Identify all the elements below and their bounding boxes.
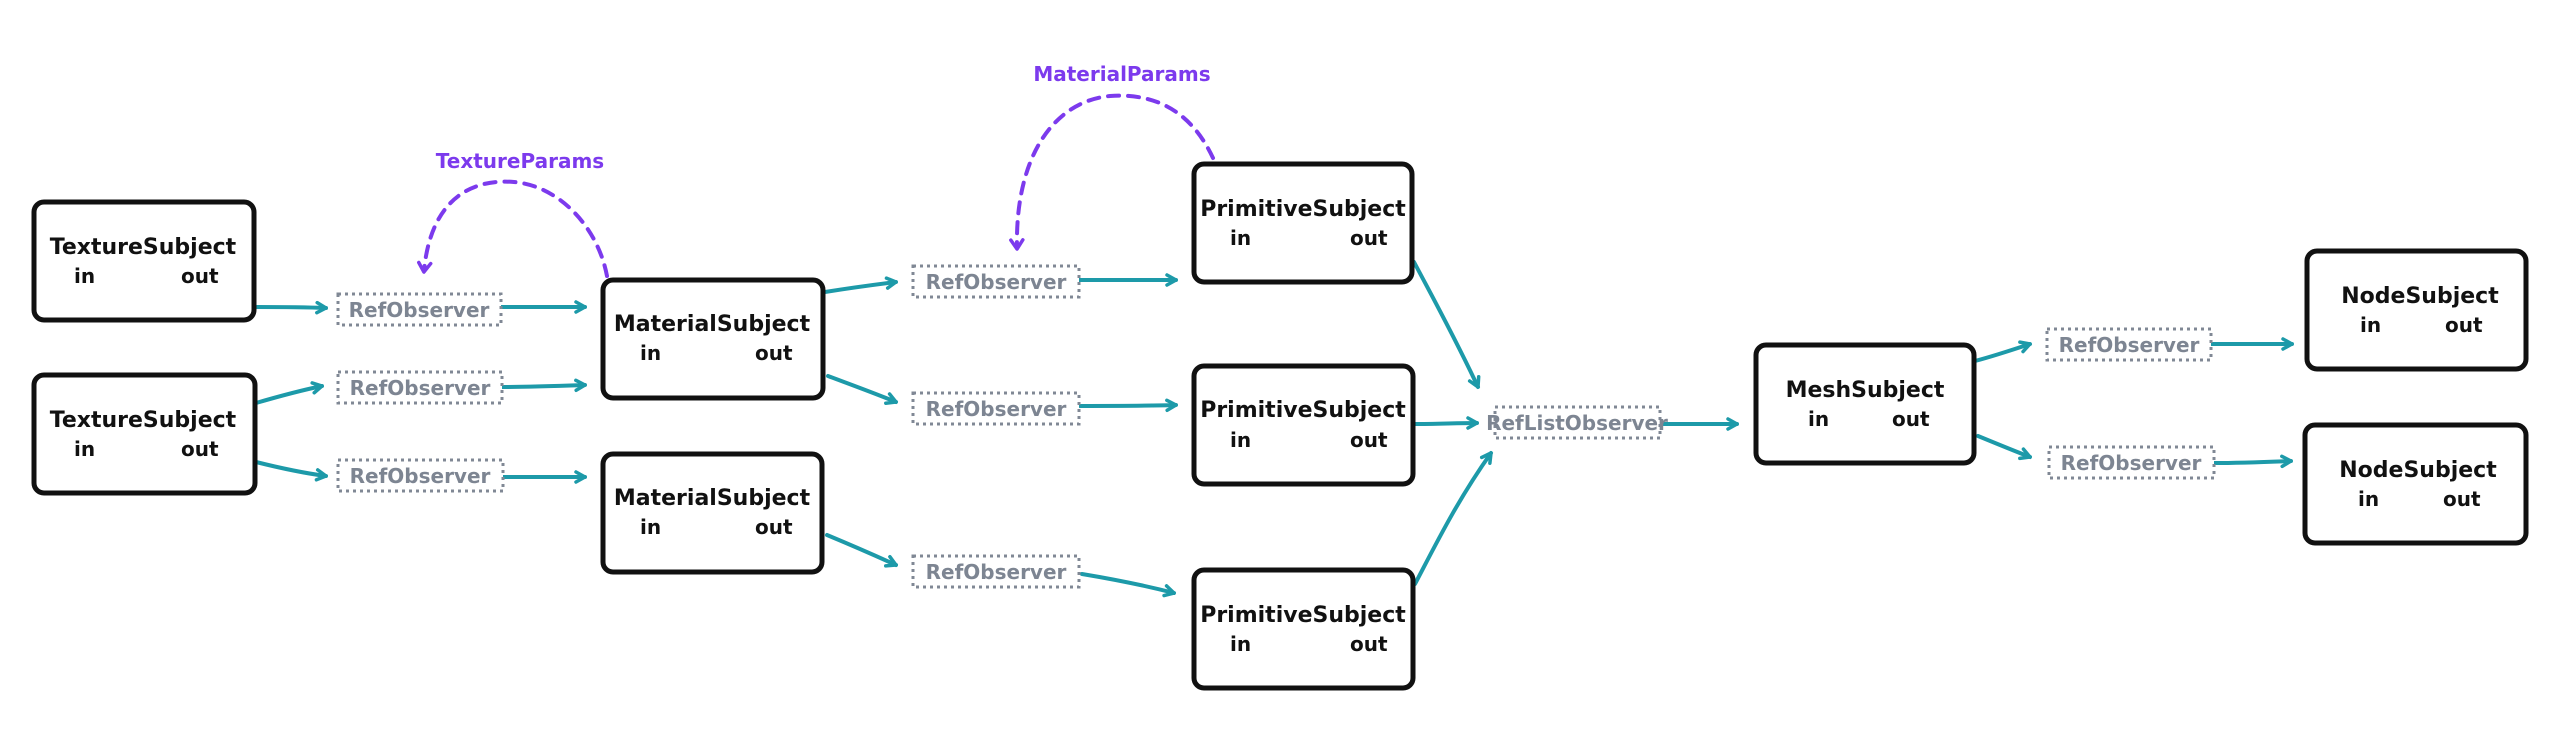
refobserver-label: RefObserver [350, 464, 491, 488]
edge-texture1-to-refobserver [255, 300, 328, 315]
input-port-label: in [2360, 313, 2381, 337]
edge-primitive3-to-reflistobserver [1413, 451, 1493, 586]
refobserver-label: RefObserver [2059, 333, 2200, 357]
material-subject-title: MaterialSubject [614, 486, 811, 511]
output-port-label: out [1350, 428, 1388, 452]
input-port-label: in [640, 515, 661, 539]
material-subject-top[interactable]: MaterialSubject in out [600, 277, 826, 401]
parameter-edges: TextureParams MaterialParams [417, 62, 1215, 278]
edge-texture2-to-refobserver-bottom [254, 460, 328, 482]
refobserver-material1-primitive2[interactable]: RefObserver [911, 391, 1081, 426]
edge-refobserver-to-node2 [2212, 454, 2293, 469]
primitive-subject-middle[interactable]: PrimitiveSubject in out [1191, 363, 1416, 487]
primitive-subject-title: PrimitiveSubject [1200, 603, 1406, 628]
observers: RefObserver RefObserver RefObserver RefO… [336, 264, 2216, 589]
edge-refobserver-to-primitive2 [1078, 398, 1178, 413]
mesh-subject[interactable]: MeshSubject in out [1753, 342, 1977, 466]
reflistobserver[interactable]: RefListObserver [1486, 405, 1668, 440]
primitive-subject-title: PrimitiveSubject [1200, 398, 1406, 423]
refobserver-material1-primitive1[interactable]: RefObserver [911, 264, 1081, 299]
edge-material2-to-refobserver [825, 533, 898, 568]
input-port-label: in [2358, 487, 2379, 511]
refobserver-texture2-material1[interactable]: RefObserver [336, 370, 504, 405]
subjects: TextureSubject in out TextureSubject in … [31, 161, 2529, 691]
output-port-label: out [1350, 632, 1388, 656]
output-port-label: out [2445, 313, 2483, 337]
refobserver-label: RefObserver [926, 270, 1067, 294]
mesh-subject-title: MeshSubject [1786, 378, 1945, 403]
output-port-label: out [755, 341, 793, 365]
material-subject-bottom[interactable]: MaterialSubject in out [600, 451, 825, 575]
refobserver-label: RefObserver [2061, 451, 2202, 475]
input-port-label: in [1808, 407, 1829, 431]
refobserver-material2-primitive3[interactable]: RefObserver [911, 554, 1081, 589]
reflistobserver-label: RefListObserver [1486, 411, 1668, 435]
input-port-label: in [74, 437, 95, 461]
refobserver-label: RefObserver [926, 560, 1067, 584]
edges [254, 260, 2294, 598]
refobserver-texture1-material1[interactable]: RefObserver [336, 292, 503, 327]
edge-material1-to-refobserver-top [823, 276, 898, 294]
node-subject-bottom[interactable]: NodeSubject in out [2302, 422, 2529, 546]
input-port-label: in [1230, 226, 1251, 250]
input-port-label: in [1230, 632, 1251, 656]
refobserver-texture2-material2[interactable]: RefObserver [336, 458, 505, 493]
texture-subject-title: TextureSubject [50, 408, 237, 433]
material-params-label: MaterialParams [1033, 62, 1210, 86]
edge-texture2-to-refobserver-top [254, 381, 324, 405]
edge-primitive2-to-reflistobserver [1412, 416, 1479, 430]
refobserver-mesh-node1[interactable]: RefObserver [2045, 327, 2213, 362]
input-port-label: in [74, 264, 95, 288]
texture-params-label: TextureParams [436, 149, 604, 173]
edge-mesh-to-refobserver-top [1973, 340, 2032, 363]
texture-subject-bottom[interactable]: TextureSubject in out [31, 372, 258, 496]
output-port-label: out [1892, 407, 1930, 431]
output-port-label: out [755, 515, 793, 539]
primitive-subject-top[interactable]: PrimitiveSubject in out [1191, 161, 1415, 285]
edge-mesh-to-refobserver-bottom [1976, 434, 2032, 461]
refobserver-mesh-node2[interactable]: RefObserver [2047, 445, 2216, 480]
input-port-label: in [1230, 428, 1251, 452]
material-params-edge [1009, 93, 1215, 251]
edge-material1-to-refobserver-bottom [826, 374, 898, 405]
texture-params-edge [417, 179, 609, 278]
texture-subject-top[interactable]: TextureSubject in out [31, 199, 257, 323]
texture-subject-title: TextureSubject [50, 235, 237, 260]
output-port-label: out [181, 264, 219, 288]
edge-refobserver-to-primitive3 [1080, 572, 1176, 598]
edge-refobserver-to-material1-bottom [499, 378, 587, 393]
output-port-label: out [2443, 487, 2481, 511]
output-port-label: out [181, 437, 219, 461]
node-subject-title: NodeSubject [2341, 284, 2499, 309]
material-subject-title: MaterialSubject [614, 312, 811, 337]
refobserver-label: RefObserver [350, 376, 491, 400]
node-subject-title: NodeSubject [2339, 458, 2497, 483]
edge-primitive1-to-reflistobserver [1412, 260, 1481, 389]
primitive-subject-bottom[interactable]: PrimitiveSubject in out [1191, 567, 1416, 691]
primitive-subject-title: PrimitiveSubject [1200, 197, 1406, 222]
refobserver-label: RefObserver [926, 397, 1067, 421]
output-port-label: out [1350, 226, 1388, 250]
input-port-label: in [640, 341, 661, 365]
refobserver-label: RefObserver [349, 298, 490, 322]
node-subject-top[interactable]: NodeSubject in out [2304, 248, 2529, 372]
